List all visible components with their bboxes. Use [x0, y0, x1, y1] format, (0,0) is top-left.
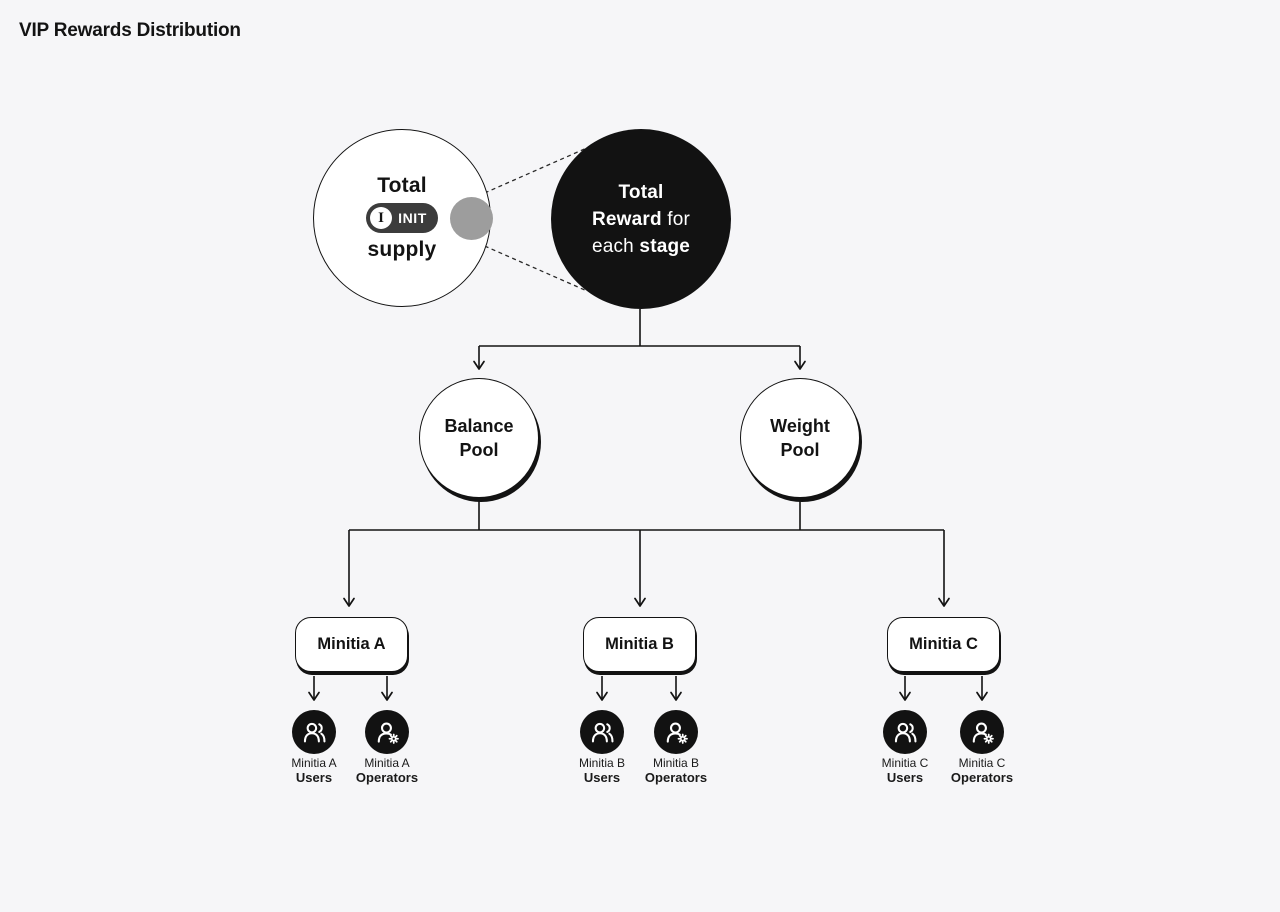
supply-line2: supply	[367, 238, 437, 261]
weight-pool-label-line1: Weight	[770, 416, 830, 436]
weight-pool-node: Weight Pool	[740, 378, 860, 498]
reward-line1: Total	[618, 181, 664, 203]
supply-line1: Total	[377, 174, 427, 197]
minitia-b-users-label: Minitia B Users	[578, 756, 625, 785]
operator-icon	[654, 710, 698, 754]
balance-pool-label-line2: Pool	[459, 440, 499, 460]
page-title: VIP Rewards Distribution	[19, 20, 241, 41]
operator-icon	[365, 710, 409, 754]
reward-line2: Reward for	[591, 208, 691, 230]
minitia-a-node: Minitia A	[295, 617, 408, 672]
total-reward-node: Total Reward for each stage	[551, 129, 731, 309]
minitia-a-users-label: Minitia A Users	[291, 756, 337, 785]
weight-pool-label-line2: Pool	[780, 440, 820, 460]
balance-pool-label-line1: Balance	[444, 416, 514, 436]
minitia-c-node: Minitia C	[887, 617, 1000, 672]
minitia-a-operators-label: Minitia A Operators	[355, 756, 419, 785]
init-logo-icon: I	[370, 207, 393, 229]
init-badge-label: INIT	[398, 210, 427, 226]
users-icon	[292, 710, 336, 754]
init-token-badge: I INIT	[366, 203, 438, 233]
magnifier-dot	[450, 197, 493, 240]
users-icon	[883, 710, 927, 754]
balance-pool-node: Balance Pool	[419, 378, 539, 498]
minitia-b-label: Minitia B	[605, 635, 674, 653]
minitia-c-operators-label: Minitia C Operators	[950, 756, 1014, 785]
reward-line3: each stage	[591, 235, 691, 257]
minitia-b-operators-label: Minitia B Operators	[644, 756, 708, 785]
minitia-c-users-label: Minitia C Users	[881, 756, 929, 785]
operator-icon	[960, 710, 1004, 754]
minitia-b-node: Minitia B	[583, 617, 696, 672]
users-icon	[580, 710, 624, 754]
minitia-a-label: Minitia A	[317, 635, 386, 653]
minitia-c-label: Minitia C	[909, 635, 978, 653]
